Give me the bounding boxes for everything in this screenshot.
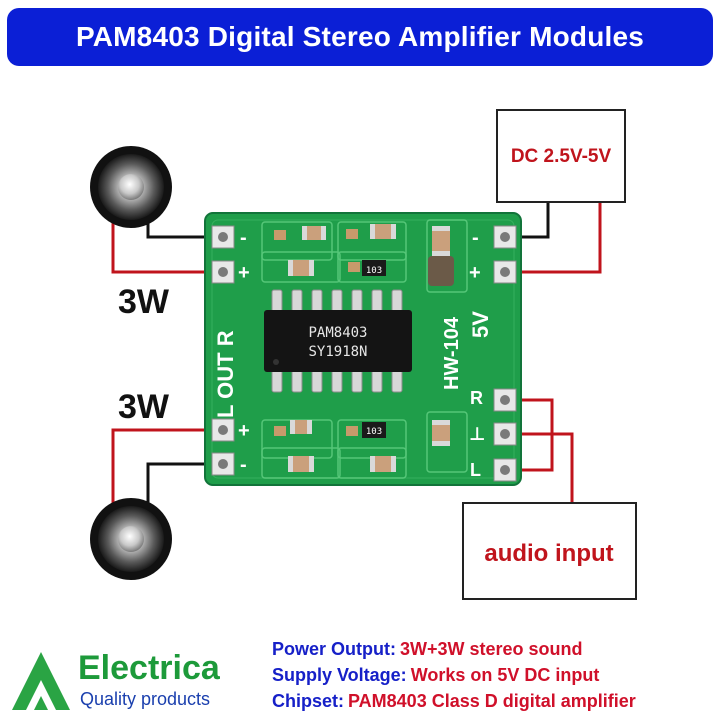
- power-label-left-channel: 3W: [118, 388, 170, 426]
- smd-components: [274, 224, 454, 472]
- spec-row: Power Output:3W+3W stereo sound: [272, 636, 718, 662]
- title-banner: PAM8403 Digital Stereo Amplifier Modules: [7, 8, 713, 66]
- wiring-diagram: 3W 3W DC 2.5V-5V audio input: [90, 109, 637, 600]
- silk-model: HW-104: [441, 316, 463, 390]
- brand-name: Electrica: [78, 649, 220, 687]
- spec-key: Supply Voltage:: [272, 665, 407, 685]
- brand-tagline: Quality products: [80, 689, 211, 709]
- silk-out-label: L OUT R: [213, 330, 238, 418]
- silk-voltage: 5V: [468, 311, 493, 338]
- spec-list: Power Output:3W+3W stereo sound Supply V…: [272, 636, 718, 714]
- silk-plus: +: [469, 262, 481, 284]
- pam8403-chip: [264, 310, 412, 372]
- audio-input-box: [462, 502, 637, 600]
- audio-wires: [508, 398, 574, 503]
- silk-minus: -: [240, 454, 247, 476]
- power-label-right-channel: 3W: [118, 283, 170, 321]
- resistor-code: 103: [366, 266, 382, 276]
- speaker-terminal-pads: [211, 225, 235, 476]
- silk-minus: -: [472, 227, 479, 249]
- chip-marking: SY1918N: [308, 344, 367, 360]
- input-terminal-pads: [493, 225, 517, 482]
- speaker-icon: [90, 146, 172, 228]
- silk-input-l: L: [470, 460, 481, 480]
- spec-row: Supply Voltage:Works on 5V DC input: [272, 662, 718, 688]
- spec-row: Chipset:PAM8403 Class D digital amplifie…: [272, 688, 718, 714]
- dc-supply-label: DC 2.5V-5V: [511, 146, 612, 167]
- dc-supply-box: [496, 109, 626, 203]
- silk-plus: +: [238, 420, 250, 442]
- silk-minus: -: [240, 227, 247, 249]
- silk-input-gnd: ⊥: [469, 424, 485, 444]
- spec-value: Works on 5V DC input: [410, 665, 600, 685]
- audio-input-label: audio input: [484, 540, 613, 567]
- speaker-icon: [90, 498, 172, 580]
- resistor-code: 103: [366, 427, 382, 437]
- speaker-wires: [111, 200, 222, 520]
- spec-key: Power Output:: [272, 639, 396, 659]
- pam8403-board: 103 103 PAM8403 SY1918N - + + - - + R ⊥: [204, 212, 522, 486]
- page-title: PAM8403 Digital Stereo Amplifier Modules: [75, 21, 645, 52]
- chip-marking: PAM8403: [308, 325, 367, 341]
- triangle-a-logo-icon: [12, 652, 70, 710]
- spec-value: 3W+3W stereo sound: [400, 639, 583, 659]
- silk-plus: +: [238, 262, 250, 284]
- brand-logo: Electrica Quality products: [8, 648, 238, 714]
- spec-value: PAM8403 Class D digital amplifier: [348, 691, 636, 711]
- spec-key: Chipset:: [272, 691, 344, 711]
- silk-input-r: R: [470, 388, 483, 408]
